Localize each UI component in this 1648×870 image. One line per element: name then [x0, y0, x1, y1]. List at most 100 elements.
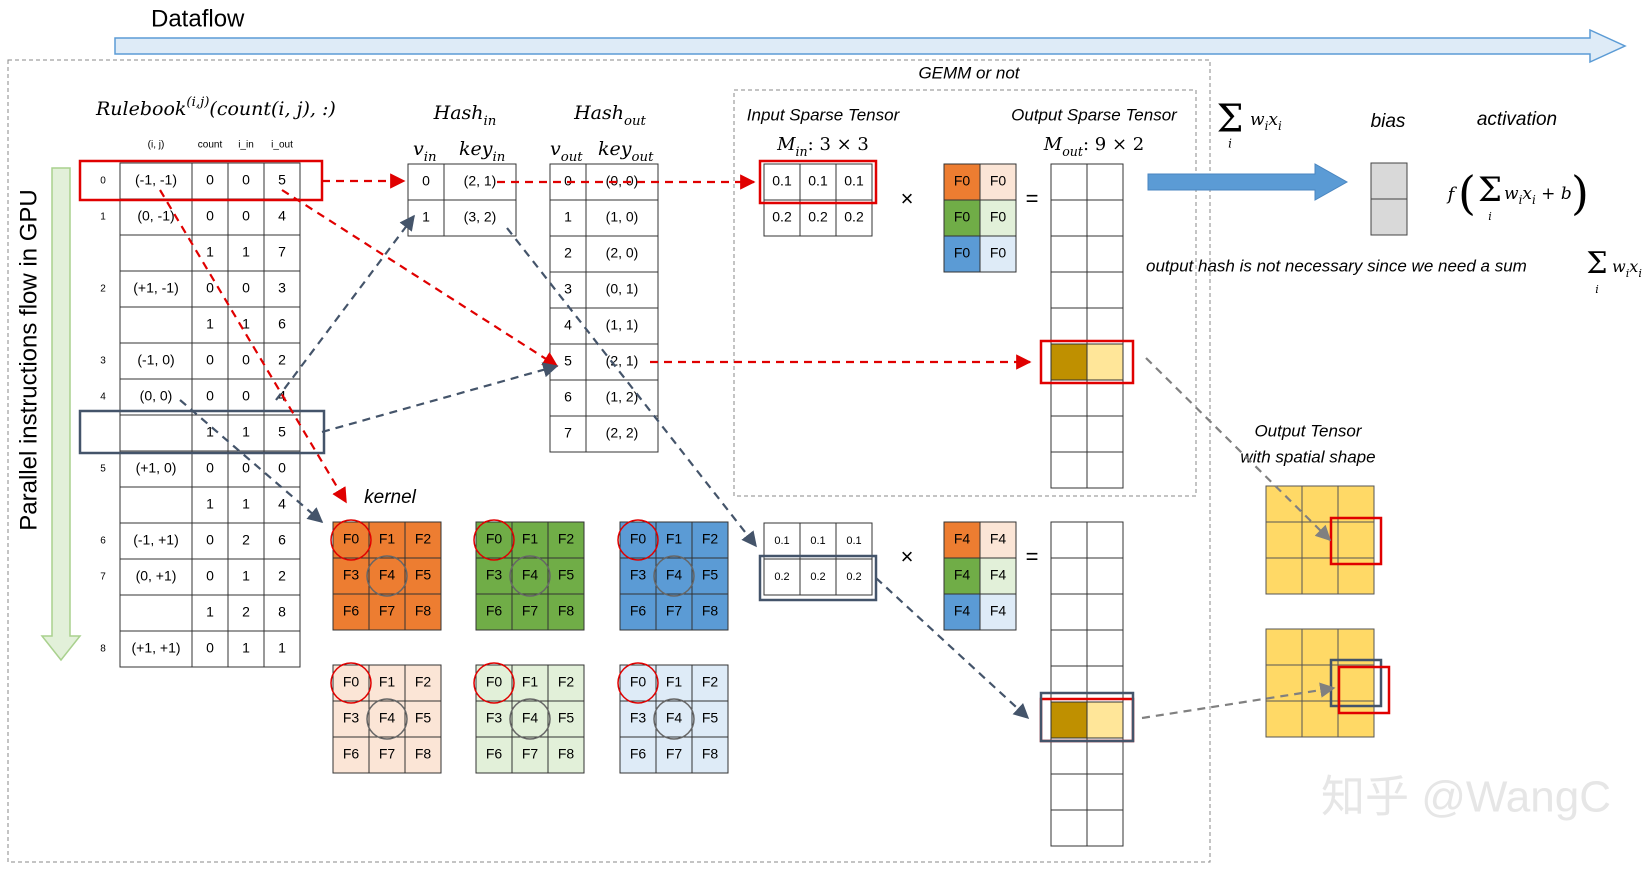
rulebook-value: 1	[242, 316, 250, 332]
kernel-cell-label: F5	[415, 567, 432, 583]
rulebook-cell	[227, 594, 265, 632]
output-cell	[1086, 557, 1124, 595]
output-cell	[1086, 773, 1124, 811]
kernel-f0-circle	[617, 662, 659, 704]
rulebook-value: 1	[206, 316, 214, 332]
rulebook-cell	[119, 414, 193, 452]
rulebook-cell	[191, 558, 229, 596]
rulebook-value: 1	[206, 496, 214, 512]
rulebook-cell	[263, 270, 301, 308]
rulebook-value: 0	[206, 532, 214, 548]
kernel-cell-label: F7	[522, 746, 539, 762]
output-row-highlight	[1039, 339, 1135, 385]
rulebook-value: (-1, +1)	[133, 532, 179, 548]
sigma-glyph: Σ	[1217, 97, 1244, 141]
hash-out-cell	[549, 199, 587, 237]
rulebook-cell	[227, 558, 265, 596]
output-cell	[1050, 701, 1088, 739]
rulebook-cell	[119, 234, 193, 272]
weight-label: F4	[990, 531, 1007, 547]
kernel-cell	[619, 700, 657, 738]
kernel-cell	[332, 521, 370, 559]
input-sparse-title: Input Sparse Tensor	[747, 105, 901, 124]
kernel-cell	[404, 736, 442, 774]
rulebook-cell	[227, 270, 265, 308]
kernel-cell	[511, 557, 549, 595]
rulebook-cell	[227, 342, 265, 380]
kernel-cell	[691, 521, 729, 559]
kernel-cell	[404, 700, 442, 738]
output-cell	[1086, 521, 1124, 559]
rulebook-title: Rulebook(i,j)(count(i, j), :)	[95, 95, 336, 120]
gemm-frame	[733, 89, 1197, 497]
kernel-f4-circle	[366, 698, 408, 740]
note-text: output hash is not necessary since we ne…	[1146, 256, 1527, 275]
hash-in-cell	[407, 163, 445, 201]
hash-out-key: (2, 0)	[606, 245, 639, 261]
rulebook-value: 7	[278, 244, 286, 260]
kernel-cell-label: F8	[415, 746, 432, 762]
kernel-cell	[511, 700, 549, 738]
output-cell	[1050, 737, 1088, 775]
rulebook-cell	[263, 522, 301, 560]
arrow-output-to-tensor	[1145, 357, 1332, 542]
kernel-cell-label: F5	[558, 710, 575, 726]
rulebook-value: 4	[278, 208, 286, 224]
arrow-rulebook-to-kernel	[159, 189, 347, 504]
kernel-cell-label: F0	[630, 674, 647, 690]
hash-out-cell	[549, 271, 587, 309]
output-cell	[1086, 307, 1124, 345]
bias-cell-bottom	[1370, 198, 1408, 236]
output-cell	[1086, 271, 1124, 309]
output-cell	[1050, 557, 1088, 595]
activation-label: activation	[1477, 109, 1557, 130]
kernel-cell-label: F2	[558, 674, 575, 690]
hash-out-cell	[585, 379, 659, 417]
rulebook-cell	[191, 450, 229, 488]
hash-out-value: 3	[564, 281, 572, 297]
rulebook-cell	[263, 378, 301, 416]
kernel-cell-label: F6	[630, 603, 647, 619]
output-tensor-cell	[1301, 521, 1339, 559]
weight-label: F0	[954, 245, 971, 261]
kernel-cell	[368, 521, 406, 559]
kernel-f0-circle	[617, 519, 659, 561]
rulebook-cell	[119, 594, 193, 632]
arrow-rulebook-to-hashin-slate	[275, 214, 415, 401]
kernel-cell-label: F2	[702, 674, 719, 690]
rulebook-row-index: 8	[100, 644, 106, 655]
hash-out-cell	[549, 379, 587, 417]
outer-frame	[7, 59, 1211, 863]
weight-cell	[943, 557, 981, 595]
output-cell	[1086, 235, 1124, 273]
rulebook-cell	[263, 630, 301, 668]
output-cell	[1086, 737, 1124, 775]
kernel-cell	[655, 521, 693, 559]
hash-out-key: (2, 2)	[606, 425, 639, 441]
kernel-cell-label: F3	[343, 567, 360, 583]
output-cell	[1050, 665, 1088, 703]
output-tensor-highlight-red-2	[1337, 665, 1391, 715]
hash-in-title: Hashin	[433, 102, 497, 129]
rulebook-header: i_in	[238, 140, 254, 151]
kernel-cell	[368, 664, 406, 702]
rulebook-value: 1	[278, 640, 286, 656]
rulebook-value: (0, -1)	[137, 208, 174, 224]
kernel-cell	[619, 736, 657, 774]
paren-open: (	[1458, 166, 1476, 220]
hash-in-cell	[443, 199, 517, 237]
kernel-cell-label: F1	[379, 531, 396, 547]
kernel-f0-circle	[330, 519, 372, 561]
output-cell	[1050, 773, 1088, 811]
input-sparse-value: 0.1	[774, 535, 789, 547]
bias-cell-top	[1370, 162, 1408, 200]
output-cell	[1086, 451, 1124, 489]
rulebook-cell	[119, 522, 193, 560]
output-cell	[1086, 163, 1124, 201]
rulebook-value: (+1, 0)	[136, 460, 177, 476]
dataflow-arrow	[114, 28, 1627, 64]
